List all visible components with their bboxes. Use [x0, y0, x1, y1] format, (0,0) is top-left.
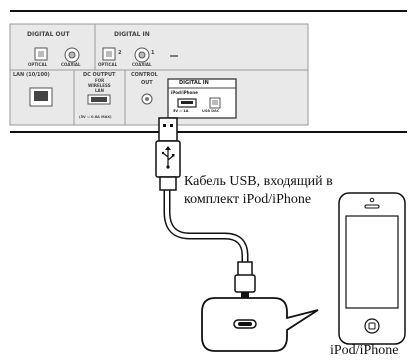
label-control-out-2: OUT	[141, 80, 153, 86]
lightning-port	[233, 319, 257, 329]
optical-in-port	[102, 47, 116, 61]
label-dc-rating: (5V ⎓ 0.6A MAX)	[79, 115, 112, 119]
label-digital-out: DIGITAL OUT	[27, 31, 70, 38]
label-coaxial-in: COAXIAL	[132, 62, 152, 67]
coaxial-out-port	[64, 47, 80, 63]
usb-a-connector	[155, 117, 181, 191]
usb-symbol-icon	[161, 146, 175, 169]
cable-callout-line-1: Кабель USB, входящий в	[184, 174, 333, 189]
label-ipod-iphone-port: iPod/iPhone	[171, 90, 198, 95]
home-button-icon	[364, 318, 380, 334]
iphone-screen	[345, 215, 399, 309]
label-digital-in-top: DIGITAL IN	[114, 31, 150, 38]
label-port-rating: 5V ⎓ 1A	[173, 109, 189, 113]
dc-output-port	[87, 94, 111, 105]
device-label: iPod/iPhone	[330, 343, 399, 358]
label-dc-wireless: WIRELESS	[88, 83, 111, 88]
control-out-jack	[141, 93, 153, 105]
port-callout-bubble	[201, 297, 319, 352]
usb-ipod-port	[177, 98, 197, 108]
label-digital-in-box: DIGITAL IN	[179, 80, 209, 86]
label-num-1: 1	[151, 50, 155, 56]
label-dc-lan: LAN	[95, 88, 104, 93]
iphone-device	[338, 192, 406, 345]
label-num-2: 2	[118, 50, 122, 56]
lan-port	[29, 87, 53, 107]
label-dc-for: FOR	[95, 78, 105, 83]
label-control-out: CONTROL	[131, 72, 158, 78]
label-dc-output: DC OUTPUT	[83, 72, 116, 78]
label-lan: LAN (10/100)	[13, 72, 50, 78]
cable-callout-line-2: комплект iPod/iPhone	[184, 192, 312, 207]
coaxial-in-port	[134, 47, 150, 63]
usb-dac-port	[209, 97, 221, 109]
label-optical-in: OPTICAL	[98, 62, 118, 67]
optical-out-port	[34, 47, 48, 61]
usb-cable	[155, 117, 256, 300]
label-usb-dac: USB DAC	[202, 109, 220, 113]
lightning-connector	[234, 261, 256, 300]
rear-panel	[9, 10, 407, 133]
label-coaxial-out: COAXIAL	[61, 62, 81, 67]
label-optical-out: OPTICAL	[28, 62, 48, 67]
